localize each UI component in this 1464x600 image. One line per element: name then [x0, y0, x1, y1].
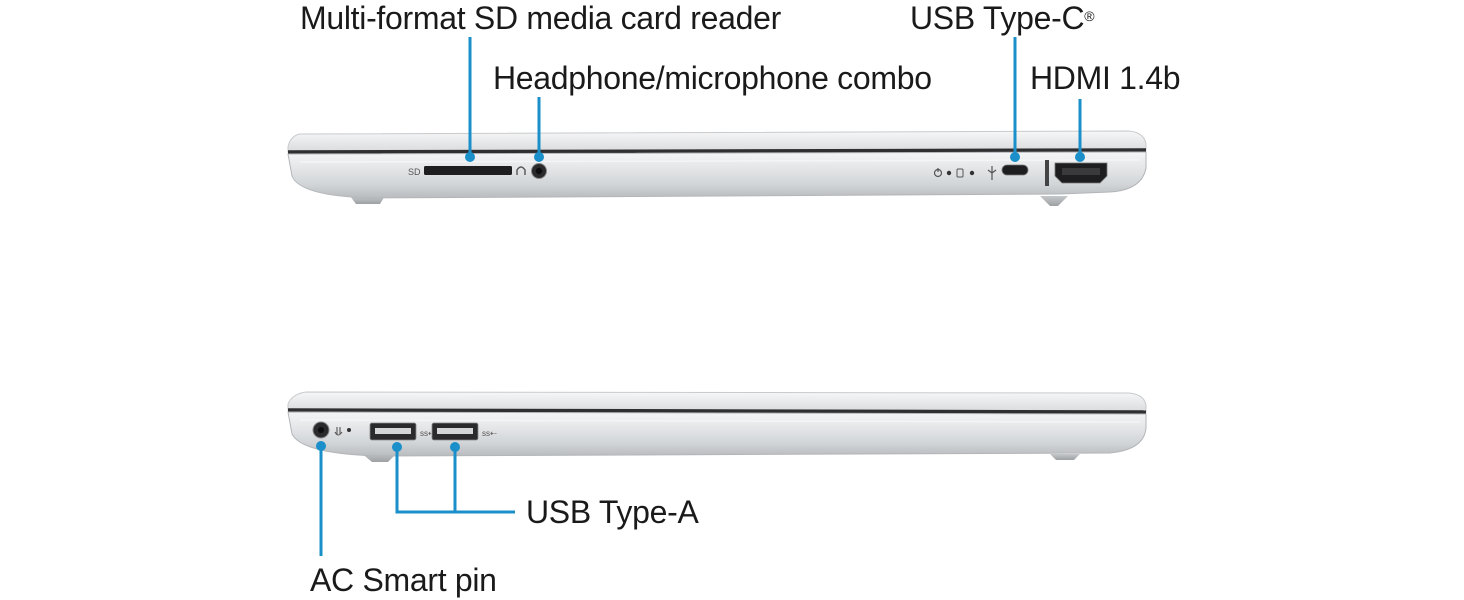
registered-mark: ® — [1084, 8, 1095, 24]
sd-card-reader-label: Multi-format SD media card reader — [300, 0, 781, 36]
laptop-base — [287, 151, 1147, 199]
headphone-icon — [516, 166, 526, 175]
usb-a-callout-dot — [392, 442, 402, 452]
ac-pin-callout-dot — [316, 441, 326, 451]
drive-icon — [956, 168, 964, 178]
usb-ss-icon: ss⇠ — [420, 429, 435, 438]
ac-smart-pin-label: AC Smart pin — [310, 562, 497, 598]
laptop-foot — [1050, 454, 1080, 460]
laptop-right-side: SD — [287, 130, 1147, 206]
hdmi-callout-dot — [1075, 152, 1085, 162]
hdmi-label: HDMI 1.4b — [1030, 60, 1181, 96]
power-led — [946, 170, 952, 176]
laptop-seam — [287, 148, 1147, 154]
bottom-callouts — [316, 441, 515, 556]
usb-a-label: USB Type-A — [526, 494, 699, 530]
usb-a-callout-line — [395, 447, 515, 514]
top-callouts — [465, 37, 1085, 162]
usb-c-label: USB Type-C® — [910, 0, 1095, 36]
sd-card-callout-dot — [465, 152, 475, 162]
charge-led — [347, 428, 351, 432]
laptop-foot — [1040, 196, 1068, 206]
usb-symbol-icon — [987, 166, 997, 180]
usb-c-callout-dot — [1010, 152, 1020, 162]
headphone-callout-dot — [534, 152, 544, 162]
laptop-seam — [287, 408, 1147, 414]
sd-card-slot[interactable] — [424, 166, 512, 175]
headphone-combo-label: Headphone/microphone combo — [493, 60, 932, 96]
usb-ss-icon: ss⇠ — [482, 429, 497, 438]
laptop-base — [287, 411, 1147, 457]
hdmi-logo-icon — [1045, 160, 1049, 186]
drive-led — [969, 170, 975, 176]
sd-icon: SD — [408, 167, 421, 177]
usb-c-port[interactable] — [1001, 164, 1029, 176]
usb-c-label-text: USB Type-C — [910, 0, 1085, 36]
usb-a-callout-dot — [450, 442, 460, 452]
laptop-left-side: ss⇠ ss⇠ — [287, 391, 1147, 462]
charge-icon — [334, 427, 343, 436]
